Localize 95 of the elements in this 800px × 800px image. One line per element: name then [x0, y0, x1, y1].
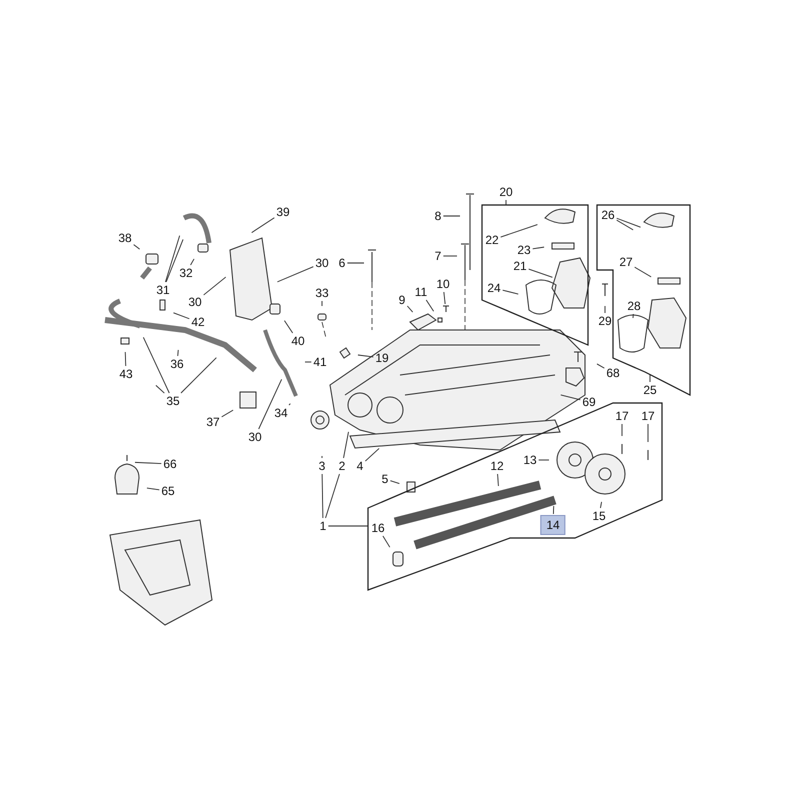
callout-number: 38 [117, 231, 133, 245]
leader-line [177, 350, 179, 356]
leader-line [600, 501, 602, 508]
leader-line [325, 474, 340, 518]
leader-line [596, 363, 605, 369]
leader-line [604, 306, 606, 314]
leader-line [221, 410, 234, 418]
callout-number: 39 [275, 205, 291, 219]
highlighted-callout-number: 14 [540, 515, 566, 535]
callout-number: 24 [486, 281, 502, 295]
leader-line [616, 220, 634, 230]
leader-line [124, 352, 126, 366]
leader-line [251, 217, 275, 234]
leader-line [346, 262, 364, 264]
leader-line [364, 448, 380, 462]
callout-number: 7 [434, 249, 442, 263]
callout-number: 13 [522, 453, 538, 467]
callout-number: 26 [600, 208, 616, 222]
leader-line [173, 312, 190, 320]
callout-number: 21 [512, 259, 528, 273]
leader-line [632, 314, 634, 318]
leader-line [502, 290, 519, 294]
leader-line [560, 394, 581, 400]
leader-line [497, 474, 499, 486]
leader-line [203, 276, 226, 296]
callout-number: 30 [314, 256, 330, 270]
callout-number: 6 [338, 256, 346, 270]
callout-number: 40 [290, 334, 306, 348]
callout-number: 68 [605, 366, 621, 380]
leader-line [276, 266, 314, 282]
callout-number: 69 [581, 395, 597, 409]
callout-number: 8 [434, 209, 442, 223]
leader-line [190, 258, 194, 266]
callout-number: 34 [273, 406, 289, 420]
callout-number: 10 [435, 277, 451, 291]
leader-line [258, 378, 282, 430]
leader-line [165, 235, 180, 282]
callout-number: 23 [516, 243, 532, 257]
callout-number: 4 [356, 459, 364, 473]
callout-number: 17 [640, 409, 656, 423]
leader-line [382, 536, 390, 548]
leader-line [343, 431, 349, 458]
callout-number: 12 [489, 459, 505, 473]
callout-number: 5 [380, 472, 390, 486]
assembly-frame [482, 205, 588, 345]
assembly-frame [597, 205, 690, 395]
callout-number: 19 [374, 351, 390, 365]
leader-line [528, 268, 553, 278]
leader-line [390, 480, 400, 484]
callout-number: 3 [318, 459, 326, 473]
callout-number: 9 [398, 293, 406, 307]
leader-line [616, 218, 641, 228]
callout-number: 66 [162, 457, 178, 471]
callout-number: 32 [178, 266, 194, 280]
leader-line [426, 300, 434, 312]
callout-number: 15 [591, 509, 607, 523]
leader-line [552, 506, 554, 514]
leader-line [166, 238, 184, 282]
callout-number: 37 [205, 415, 221, 429]
leader-line [288, 403, 291, 406]
leader-line [358, 354, 374, 358]
callout-number: 35 [165, 394, 181, 408]
leader-line [133, 244, 140, 250]
callout-number: 25 [642, 383, 658, 397]
callout-number: 20 [498, 185, 514, 199]
callout-number: 43 [118, 367, 134, 381]
leader-line [284, 320, 294, 334]
callout-number: 22 [484, 233, 500, 247]
callout-number: 31 [155, 283, 171, 297]
leader-line [180, 357, 217, 394]
callout-number: 33 [314, 286, 330, 300]
callout-number: 29 [597, 314, 613, 328]
leader-line [134, 462, 162, 464]
leader-line [146, 488, 160, 490]
callout-number: 42 [190, 315, 206, 329]
leader-line [142, 336, 170, 394]
callout-number: 28 [626, 299, 642, 313]
callout-number: 30 [247, 430, 263, 444]
callout-number: 30 [187, 295, 203, 309]
callout-number: 41 [312, 355, 328, 369]
leader-line [532, 246, 545, 250]
leader-line [406, 306, 414, 312]
leader-line [634, 266, 652, 278]
callout-number: 17 [614, 409, 630, 423]
callout-number: 27 [618, 255, 634, 269]
leader-line [322, 474, 324, 518]
callout-number: 2 [338, 459, 346, 473]
callout-number: 36 [169, 357, 185, 371]
leader-line [155, 384, 165, 394]
leader-line [500, 224, 538, 238]
callout-number: 11 [414, 285, 428, 299]
callout-number: 65 [160, 484, 176, 498]
callout-number: 1 [318, 519, 328, 533]
leader-line [443, 292, 446, 304]
callout-number: 16 [370, 521, 386, 535]
